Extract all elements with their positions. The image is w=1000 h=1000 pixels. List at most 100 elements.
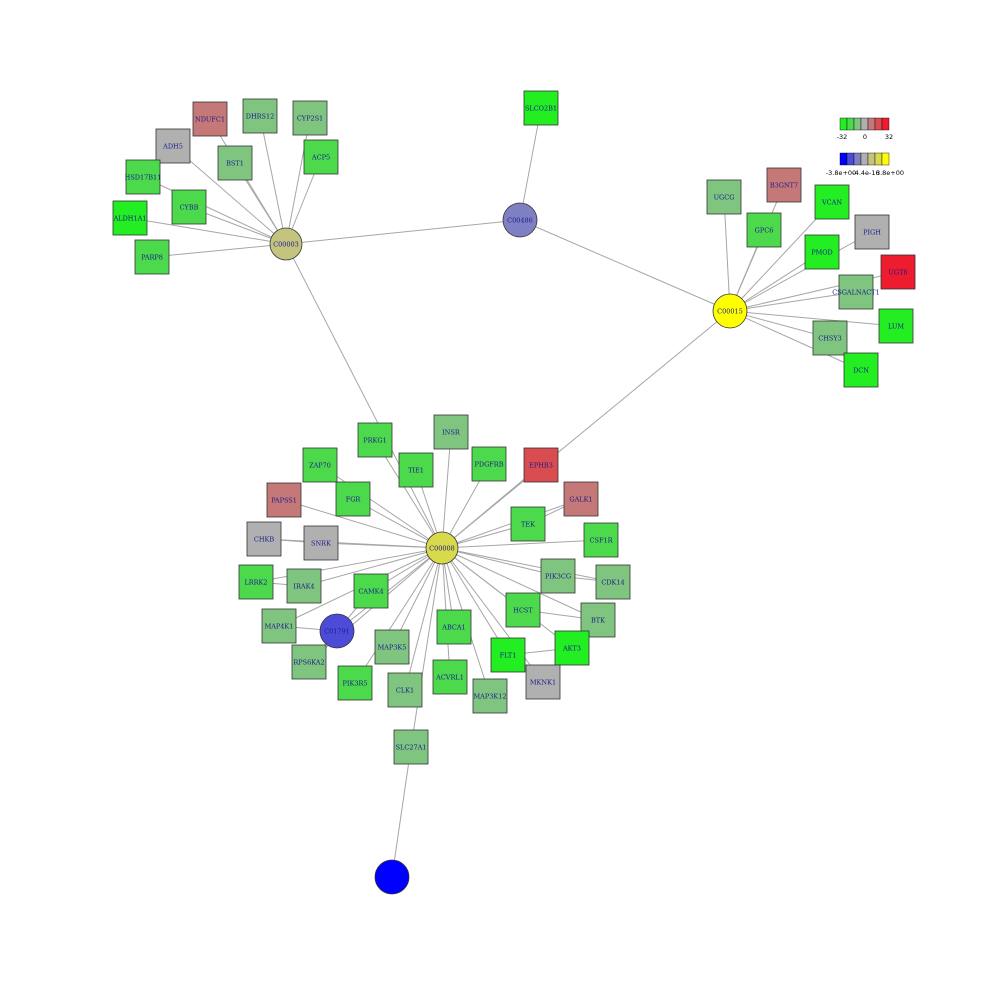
gene-square [291,644,327,680]
gene-node-map3k12[interactable]: MAP3K12 [472,678,508,714]
gene-node-pdgfrb[interactable]: PDGFRB [471,446,507,482]
node-label: UGT8 [888,269,907,277]
gene-node-bst1[interactable]: BST1 [217,145,253,181]
node-label: CLK1 [396,687,414,695]
gene-square [523,90,559,126]
gene-square [303,139,339,175]
gene-node-ugt8[interactable]: UGT8 [880,254,916,290]
gene-node-tie1[interactable]: TIE1 [398,452,434,488]
gene-node-flt1[interactable]: FLT1 [490,637,526,673]
gene-node-slc27a1[interactable]: SLC27A1 [393,729,429,765]
gene-square [357,422,393,458]
compound-node-c00008[interactable]: C00008 [425,531,459,565]
compound-circle [319,613,355,649]
gene-node-lrrk2[interactable]: LRRK2 [238,564,274,600]
node-label: ALDH1A1 [113,215,147,223]
edge-c00008-papss1 [283,499,443,549]
node-label: PMOD [811,249,833,257]
legend-gene-bar-5 [867,117,876,131]
node-label: CAMK4 [358,588,383,596]
node-label: CSF1R [590,537,614,545]
gene-square [843,352,879,388]
edge-c00003-hsd17b11 [142,176,287,245]
node-label: CHKB [254,536,274,544]
edge-c00003-parp8 [151,243,287,258]
gene-node-lum[interactable]: LUM [878,308,914,344]
gene-node-galk1[interactable]: GALK1 [563,481,599,517]
gene-node-zap70[interactable]: ZAP70 [302,447,338,483]
node-label: DHRS12 [246,113,275,121]
gene-node-papss1[interactable]: PAPSS1 [266,482,302,518]
gene-node-ephb3[interactable]: EPHB3 [523,447,559,483]
gene-node-vcan[interactable]: VCAN [814,184,850,220]
gene-node-hcst[interactable]: HCST [505,592,541,628]
gene-square [880,254,916,290]
gene-node-parp8[interactable]: PARP8 [134,239,170,275]
gene-node-csf1r[interactable]: CSF1R [583,522,619,558]
edge-c00015-csgalnact1 [729,291,857,312]
legend-compound-max: 3.8e+00 [876,169,904,177]
gene-node-irak4[interactable]: IRAK4 [286,568,322,604]
node-label: TEK [521,521,535,529]
gene-square [155,128,191,164]
compound-node-c00003[interactable]: C00003 [269,227,303,261]
gene-node-abca1[interactable]: ABCA1 [436,609,472,645]
gene-square [878,308,914,344]
node-label: EPHB3 [529,462,553,470]
gene-node-rps6ka2[interactable]: RPS6KA2 [291,644,327,680]
gene-node-ugcg[interactable]: UGCG [706,179,742,215]
gene-square [706,179,742,215]
node-label: BTK [591,617,605,625]
gene-square [398,452,434,488]
gene-node-aldh1a1[interactable]: ALDH1A1 [113,200,148,236]
gene-square [472,678,508,714]
gene-node-fgr[interactable]: FGR [335,481,371,517]
legend-compound-bar-5 [867,152,876,166]
gene-node-tek[interactable]: TEK [510,506,546,542]
gene-node-dcn[interactable]: DCN [843,352,879,388]
gene-node-gpc6[interactable]: GPC6 [746,212,782,248]
gene-node-camk4[interactable]: CAMK4 [353,573,389,609]
gene-node-dhrs12[interactable]: DHRS12 [242,98,278,134]
gene-node-hsd17b11[interactable]: HSD17B11 [125,159,162,195]
gene-node-pmod[interactable]: PMOD [804,234,840,270]
gene-node-map3k5[interactable]: MAP3K5 [374,629,410,665]
gene-node-pik3r5[interactable]: PIK3R5 [337,665,373,701]
gene-node-pik3cg[interactable]: PIK3CG [540,558,576,594]
node-label: NDUFC1 [195,116,225,124]
gene-node-slco2b1[interactable]: SLCO2B1 [523,90,559,126]
legend-gene-bar-4 [860,117,869,131]
gene-node-cyp2s1[interactable]: CYP2S1 [292,100,328,136]
gene-node-insr[interactable]: INSR [433,414,469,450]
node-label: CSGALNACT1 [832,289,879,297]
compound-node-c01791[interactable]: C01791 [319,613,355,649]
gene-node-chsy3[interactable]: CHSY3 [812,320,848,356]
compound-node-c00015[interactable]: C00015 [712,293,748,329]
gene-node-clk1[interactable]: CLK1 [387,672,423,708]
gene-node-chkb[interactable]: CHKB [246,521,282,557]
compound-node-c_blue[interactable] [374,859,410,895]
gene-node-acvrl1[interactable]: ACVRL1 [432,659,468,695]
gene-node-pigh[interactable]: PIGH [854,214,890,250]
gene-node-acp5[interactable]: ACP5 [303,139,339,175]
gene-square [433,414,469,450]
gene-node-mknk1[interactable]: MKNK1 [525,664,561,700]
gene-node-cybb[interactable]: CYBB [171,189,207,225]
gene-node-adh5[interactable]: ADH5 [155,128,191,164]
gene-node-akt3[interactable]: AKT3 [554,630,590,666]
edge-c00008-mknk1 [441,547,544,683]
gene-node-prkg1[interactable]: PRKG1 [357,422,393,458]
edge-c00015-pigh [729,231,873,312]
gene-node-csgalnact1[interactable]: CSGALNACT1 [832,274,880,310]
compound-node-c00486[interactable]: C00486 [502,202,538,238]
gene-square [171,189,207,225]
gene-node-cdk14[interactable]: CDK14 [595,564,631,600]
gene-node-map4k1[interactable]: MAP4K1 [261,608,297,644]
gene-node-snrk[interactable]: SNRK [303,525,339,561]
node-label: PDGFRB [475,461,504,469]
gene-node-b3gnt7[interactable]: B3GNT7 [766,167,802,203]
gene-node-ndufc1[interactable]: NDUFC1 [192,101,228,137]
legend-compound-bar-2 [846,152,855,166]
edge-c00008-snrk [320,542,443,549]
edge-c00015-dcn [729,310,862,371]
